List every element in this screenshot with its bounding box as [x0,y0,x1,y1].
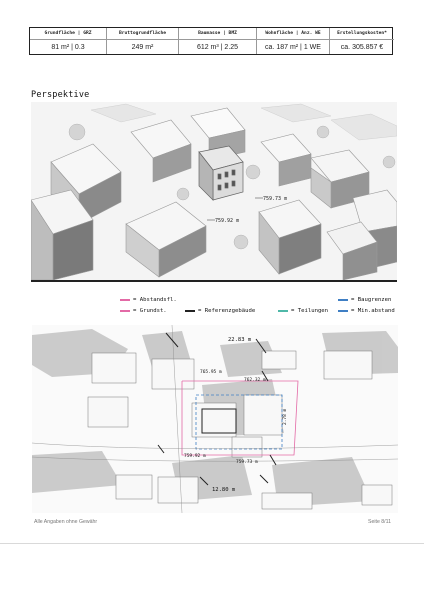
legend-label: = Referenzgebäude [198,308,256,314]
dimension-label: 2.78 m [282,408,288,425]
page-divider [0,543,424,544]
site-plan-illustration: 22.83 m 765.95 m 762.32 m 759.92 m 759.7… [32,325,398,513]
dimension-label: 22.83 m [228,337,252,343]
site-plan-image: 22.83 m 765.95 m 762.32 m 759.92 m 759.7… [32,325,398,513]
legend-item: = Teilungen [278,308,328,314]
table-value: 612 m³ | 2.25 [196,43,239,51]
legend-swatch [120,309,130,313]
table-header: Erstellungskosten* [330,28,394,40]
legend-swatch [338,298,348,302]
section-title: Perspektive [31,90,90,100]
table-column-grundflaeche: Grundfläche | GRZ 81 m² | 0.3 [30,28,107,54]
legend-label: = Teilungen [291,308,329,314]
height-label: 759.73 m [263,196,287,202]
page-number: Seite 8/11 [368,519,391,525]
table-column-baumasse: Baumasse | BMZ 612 m³ | 2.25 [179,28,257,54]
legend-swatch [120,298,130,302]
plan-legend: = Abstandsfl. = Grundst. = Referenzgebäu… [120,297,410,321]
dimension-label: 759.73 m [236,459,258,465]
table-header: Bruttogrundfläche [107,28,178,40]
table-value: 81 m² | 0.3 [51,43,85,51]
table-header: Grundfläche | GRZ [30,28,106,40]
dimension-label: 12.80 m [212,487,236,493]
legend-item: = Baugrenzen [338,297,391,303]
legend-label: = Baugrenzen [351,297,392,303]
legend-label: = Min.abstand [351,308,395,314]
dimension-label: 765.95 m [200,369,222,375]
table-header: Wohnfläche | Anz. WE [257,28,329,40]
legend-item: = Abstandsfl. [120,297,177,303]
table-value: 249 m² [131,43,154,51]
key-figures-table: Grundfläche | GRZ 81 m² | 0.3 Bruttogrun… [29,27,394,55]
table-header: Baumasse | BMZ [179,28,256,40]
table-column-wohnflaeche: Wohnfläche | Anz. WE ca. 187 m² | 1 WE [257,28,330,54]
legend-label: = Abstandsfl. [133,297,177,303]
table-column-bruttogrundflaeche: Bruttogrundfläche 249 m² [107,28,179,54]
legend-swatch [338,310,348,312]
disclaimer-text: Alle Angaben ohne Gewähr [34,519,98,525]
table-value: ca. 187 m² | 1 WE [265,43,321,51]
height-label: 759.92 m [215,218,239,224]
legend-swatch [185,309,195,313]
legend-item: = Min.abstand [338,308,395,314]
table-column-erstellungskosten: Erstellungskosten* ca. 305.857 € [330,28,394,54]
legend-item: = Referenzgebäude [185,308,255,314]
perspective-illustration: 759.73 m 759.92 m [31,102,397,280]
legend-swatch [278,310,288,312]
perspective-image: 759.73 m 759.92 m [31,102,397,282]
legend-item: = Grundst. [120,308,167,314]
dimension-label: 759.92 m [184,453,206,459]
table-value: ca. 305.857 € [340,43,384,51]
dimension-label: 762.32 m [244,377,266,383]
legend-label: = Grundst. [133,308,167,314]
